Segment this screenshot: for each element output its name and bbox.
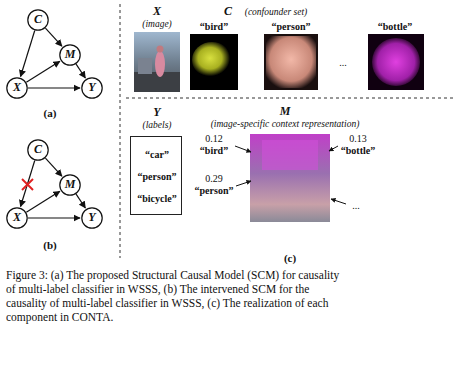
photo-person — [155, 51, 165, 77]
context-blend — [262, 140, 318, 170]
causal-arrow — [21, 31, 35, 77]
causal-arrow — [28, 87, 80, 88]
intervention-cross — [22, 179, 33, 190]
variable-name: C — [34, 13, 42, 26]
panel-subtitle: (confounder set) — [245, 7, 308, 17]
class-name: “bottle” — [341, 145, 375, 156]
node-circle — [60, 45, 80, 65]
variable-node: Y — [81, 77, 103, 99]
panel-heading: C — [224, 5, 232, 18]
variable-node: Y — [81, 207, 103, 229]
causal-arrow — [26, 61, 59, 82]
variable-name: C — [34, 143, 42, 156]
node-circle — [7, 78, 27, 98]
score-value: 0.12 — [205, 133, 223, 144]
class-name: “bird” — [200, 21, 228, 32]
figure-caption: Figure 3: (a) The proposed Structural Ca… — [6, 268, 341, 324]
panel-heading: M — [280, 105, 291, 118]
causal-arrow — [76, 194, 85, 208]
photo-car — [138, 58, 152, 74]
causal-arrow — [21, 161, 35, 207]
class-name: “bicycle” — [137, 193, 176, 204]
class-name: “bottle” — [378, 21, 412, 32]
class-name: “person” — [272, 21, 311, 32]
causal-arrow — [28, 217, 80, 218]
leader-arrow — [331, 199, 346, 204]
causal-arrow — [45, 28, 61, 46]
variable-name: M — [65, 48, 76, 61]
bird-mask — [192, 42, 232, 78]
variable-node: M — [59, 174, 81, 196]
sub-figure-label: (b) — [43, 239, 56, 251]
mask-tile — [190, 34, 238, 90]
panel-subtitle: (image-specific context representation) — [211, 119, 360, 129]
panel-heading: X — [153, 5, 161, 18]
photo-head — [157, 46, 164, 53]
variable-name: X — [13, 81, 21, 94]
causal-arrow — [45, 158, 61, 176]
photo — [134, 32, 180, 92]
variable-name: X — [13, 211, 21, 224]
variable-node: C — [27, 139, 49, 161]
causal-arrow — [76, 64, 85, 78]
variable-node: C — [27, 9, 49, 31]
leader-arrow — [329, 146, 338, 151]
divider — [126, 98, 456, 99]
leader-arrow — [236, 181, 251, 186]
component-panel: M(image-specific context representation)… — [195, 100, 455, 218]
node-circle — [82, 78, 102, 98]
label-box: Y(labels)“car”“person”“bicycle” — [130, 136, 182, 215]
score-value: ... — [352, 200, 360, 211]
panel-subtitle: (image) — [142, 19, 172, 29]
node-circle — [82, 208, 102, 228]
node-circle — [28, 10, 48, 30]
intervention-cross — [22, 179, 33, 190]
node-circle — [28, 140, 48, 160]
component-panel: X(image) — [128, 2, 186, 94]
leader-arrow — [235, 146, 251, 152]
class-name: “bird” — [200, 145, 228, 156]
score-value: 0.13 — [349, 133, 367, 144]
class-name: “person” — [195, 185, 234, 196]
variable-node: M — [59, 44, 81, 66]
bottle-mask — [372, 38, 420, 86]
component-panel: C (confounder set) “bird” “person” “bottle”.… — [188, 2, 454, 94]
variable-node: X — [6, 77, 28, 99]
context-image — [250, 134, 330, 222]
node-circle — [60, 175, 80, 195]
variable-node: X — [6, 207, 28, 229]
person-mask — [266, 36, 316, 88]
class-name: “car” — [145, 149, 169, 160]
panel-subtitle: (labels) — [142, 120, 171, 130]
class-name: “person” — [138, 171, 177, 182]
sub-figure-label: (c) — [284, 252, 296, 264]
variable-name: Y — [88, 81, 95, 94]
photo-road — [134, 72, 180, 92]
mask-tile — [264, 34, 318, 90]
variable-name: Y — [88, 211, 95, 224]
causal-arrow — [26, 191, 59, 212]
divider — [120, 4, 121, 258]
score-value: 0.29 — [205, 173, 223, 184]
mask-tile — [368, 34, 424, 90]
score-value: ... — [339, 57, 347, 68]
node-circle — [7, 208, 27, 228]
panel-heading: Y — [153, 106, 160, 119]
sub-figure-label: (a) — [44, 107, 57, 119]
variable-name: M — [65, 178, 76, 191]
